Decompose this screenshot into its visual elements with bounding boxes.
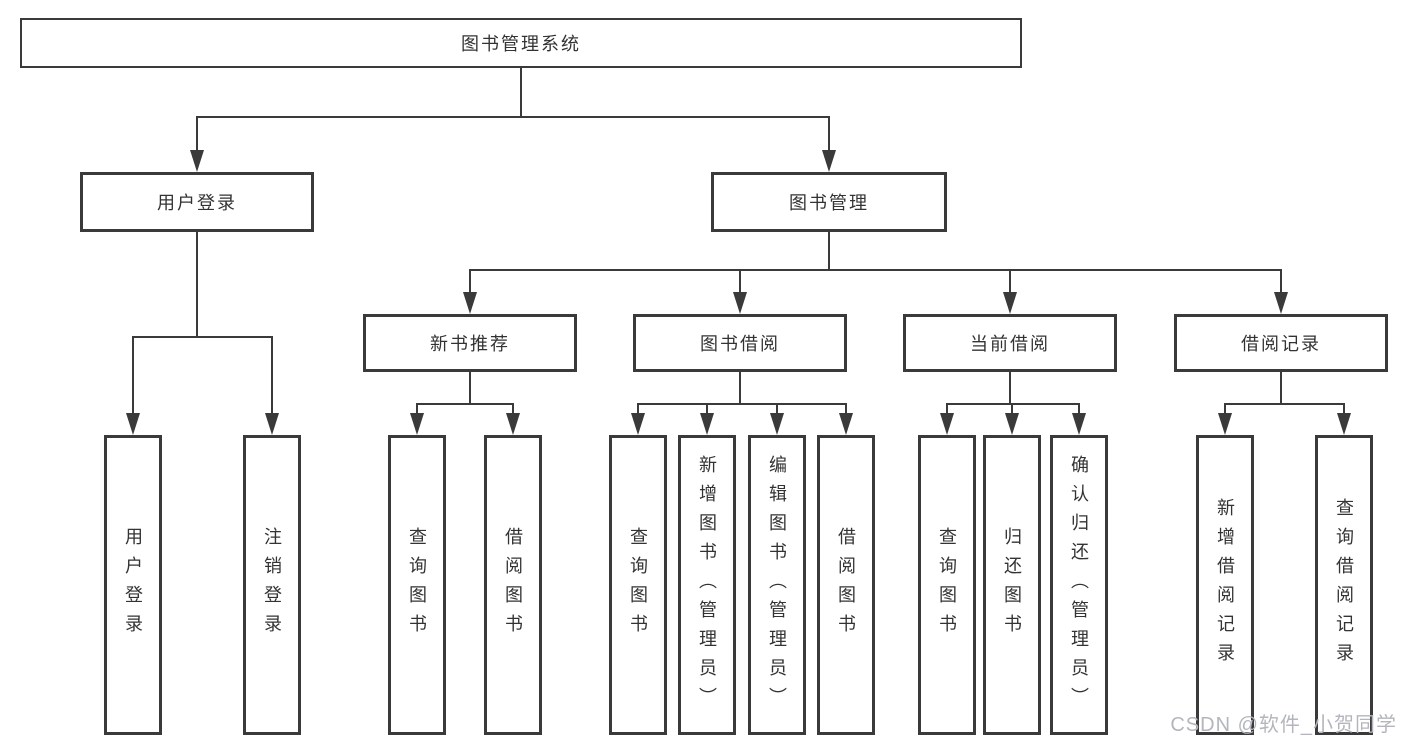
leaf-label: 查询图书 [407, 527, 427, 643]
leaf-label: 确认归还（管理员） [1069, 454, 1089, 716]
module-label: 新书推荐 [430, 334, 510, 354]
branch-label: 图书管理 [789, 193, 869, 213]
leaf-box-confirm-return-admin: 确认归还（管理员） [1050, 435, 1108, 735]
leaf-label: 借阅图书 [836, 527, 856, 643]
leaf-label: 新增借阅记录 [1215, 498, 1235, 672]
arrowhead-icon [1274, 292, 1288, 314]
arrowhead-icon [126, 413, 140, 435]
leaf-label: 查询借阅记录 [1334, 498, 1354, 672]
module-box-current-borrow: 当前借阅 [903, 314, 1117, 372]
arrowhead-icon [1005, 413, 1019, 435]
module-label: 当前借阅 [970, 334, 1050, 354]
module-label: 借阅记录 [1241, 334, 1321, 354]
arrowhead-icon [1072, 413, 1086, 435]
arrowhead-icon [265, 413, 279, 435]
leaf-box-user-login: 用户登录 [104, 435, 162, 735]
connector-bookmgmt-to-modules [469, 232, 1282, 293]
leaf-label: 归还图书 [1002, 527, 1022, 643]
connector-current-to-leaves [946, 372, 1080, 414]
branch-label: 用户登录 [157, 193, 237, 213]
leaf-box-query-books-3: 查询图书 [918, 435, 976, 735]
root-box-system: 图书管理系统 [20, 18, 1022, 68]
leaf-label: 编辑图书（管理员） [767, 454, 787, 716]
arrowhead-icon [190, 150, 204, 172]
connector-borrow-to-leaves [637, 372, 847, 414]
arrowhead-icon [940, 413, 954, 435]
arrowhead-icon [410, 413, 424, 435]
leaf-box-borrow-books-2: 借阅图书 [817, 435, 875, 735]
branch-box-book-management: 图书管理 [711, 172, 947, 232]
arrowhead-icon [1218, 413, 1232, 435]
arrowhead-icon [733, 292, 747, 314]
leaf-box-edit-books-admin: 编辑图书（管理员） [748, 435, 806, 735]
watermark: CSDN @软件_小贺同学 [1170, 714, 1397, 736]
leaf-label: 用户登录 [123, 527, 143, 643]
leaf-box-query-books-1: 查询图书 [388, 435, 446, 735]
leaf-label: 查询图书 [937, 527, 957, 643]
leaf-box-return-books: 归还图书 [983, 435, 1041, 735]
leaf-box-borrow-books-1: 借阅图书 [484, 435, 542, 735]
arrowhead-icon [1003, 292, 1017, 314]
branch-box-user-login: 用户登录 [80, 172, 314, 232]
leaf-box-query-borrow-record: 查询借阅记录 [1315, 435, 1373, 735]
arrowhead-icon [1337, 413, 1351, 435]
connector-root-to-branches [196, 68, 830, 153]
arrowhead-icon [631, 413, 645, 435]
leaf-label: 新增图书（管理员） [697, 454, 717, 716]
module-box-new-book-recommend: 新书推荐 [363, 314, 577, 372]
leaf-label: 查询图书 [628, 527, 648, 643]
arrowhead-icon [822, 150, 836, 172]
root-label: 图书管理系统 [461, 34, 581, 54]
module-box-borrow-records: 借阅记录 [1174, 314, 1388, 372]
leaf-label: 借阅图书 [503, 527, 523, 643]
arrowhead-icon [700, 413, 714, 435]
arrowhead-icon [463, 292, 477, 314]
module-box-book-borrow: 图书借阅 [633, 314, 847, 372]
arrowheads [126, 150, 1351, 435]
arrowhead-icon [506, 413, 520, 435]
connector-records-to-leaves [1224, 372, 1345, 414]
leaf-box-logout: 注销登录 [243, 435, 301, 735]
leaf-box-add-books-admin: 新增图书（管理员） [678, 435, 736, 735]
module-label: 图书借阅 [700, 334, 780, 354]
leaf-label: 注销登录 [262, 527, 282, 643]
connector-userlogin-to-leaves [132, 232, 273, 414]
leaf-box-query-books-2: 查询图书 [609, 435, 667, 735]
connector-newbook-to-leaves [416, 372, 514, 414]
arrowhead-icon [839, 413, 853, 435]
leaf-box-add-borrow-record: 新增借阅记录 [1196, 435, 1254, 735]
arrowhead-icon [770, 413, 784, 435]
